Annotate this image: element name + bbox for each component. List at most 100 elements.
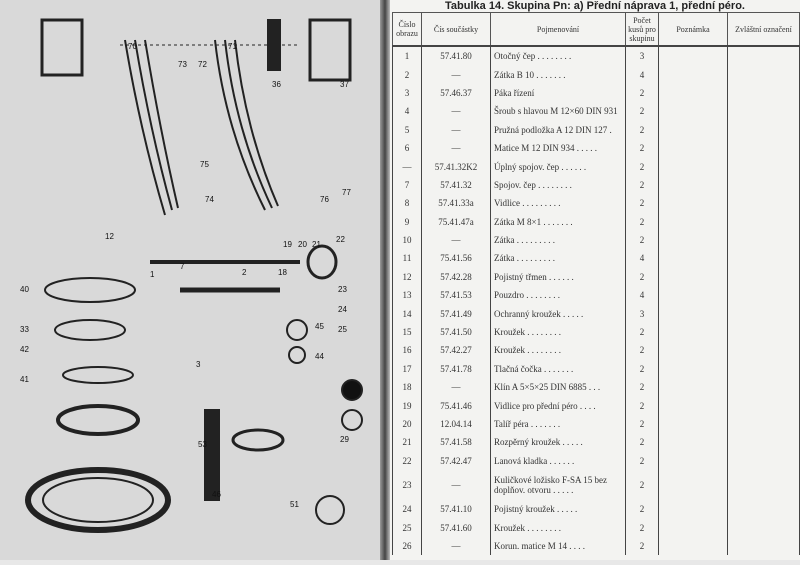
part-number: 57.42.47 xyxy=(421,451,491,470)
note xyxy=(658,249,728,268)
callout-label: 3 xyxy=(196,360,201,369)
figure-number: 20 xyxy=(392,414,422,434)
figure-number: 8 xyxy=(392,194,422,213)
quantity: 2 xyxy=(625,157,659,176)
special-marking xyxy=(727,102,800,121)
part-number: 57.42.28 xyxy=(421,267,491,287)
special-marking xyxy=(727,83,800,103)
special-marking xyxy=(727,249,800,268)
note xyxy=(658,120,728,139)
table-title: Tabulka 14. Skupina Pn: a) Přední náprav… xyxy=(445,0,745,12)
special-marking xyxy=(727,518,800,537)
note xyxy=(658,230,728,250)
part-number: 57.41.78 xyxy=(421,359,491,379)
callout-label: 20 xyxy=(298,240,307,249)
quantity: 2 xyxy=(625,120,659,139)
part-name: Šroub s hlavou M 12×60 DIN 931 xyxy=(490,102,626,121)
exploded-parts-diagram: 70 71 73 72 36 37 75 74 76 77 12 1 7 2 1… xyxy=(0,0,380,560)
part-number: 57.41.33a xyxy=(421,194,491,213)
figure-number: 4 xyxy=(392,102,422,121)
part-name: Zátka . . . . . . . . . xyxy=(490,230,626,250)
note xyxy=(658,267,728,287)
note xyxy=(658,157,728,176)
note xyxy=(658,414,728,434)
figure-number: 25 xyxy=(392,518,422,537)
cable-pulley xyxy=(306,244,338,280)
callout-label: 72 xyxy=(198,60,207,69)
special-marking xyxy=(727,322,800,342)
part-number: 75.41.56 xyxy=(421,249,491,268)
part-number: 57.41.10 xyxy=(421,499,491,519)
special-marking xyxy=(727,194,800,213)
figure-number: 5 xyxy=(392,120,422,139)
callout-label: 74 xyxy=(205,195,214,204)
part-name: Zátka M 8×1 . . . . . . . xyxy=(490,212,626,231)
part-name: Otočný čep . . . . . . . . xyxy=(490,46,626,66)
note xyxy=(658,433,728,452)
callout-label: 23 xyxy=(338,285,347,294)
figure-number: 16 xyxy=(392,341,422,360)
callout-label: 2 xyxy=(242,268,247,277)
part-number: 57.42.27 xyxy=(421,341,491,360)
part-name: Kroužek . . . . . . . . xyxy=(490,518,626,537)
special-marking xyxy=(727,469,800,500)
part-name: Pojistný třmen . . . . . . xyxy=(490,267,626,287)
note xyxy=(658,65,728,84)
column-header: Počet kusů pro skupinu xyxy=(625,12,659,47)
note xyxy=(658,396,728,415)
figure-number: 6 xyxy=(392,138,422,158)
part-number: 57.46.37 xyxy=(421,83,491,103)
part-name: Matice M 12 DIN 934 . . . . . xyxy=(490,138,626,158)
figure-number: 26 xyxy=(392,536,422,556)
column-header: Zvláštní označení xyxy=(727,12,800,47)
quantity: 2 xyxy=(625,451,659,470)
figure-number: 9 xyxy=(392,212,422,231)
part-name: Vidlice . . . . . . . . . xyxy=(490,194,626,213)
part-name: Lanová kladka . . . . . . xyxy=(490,451,626,470)
figure-number: 17 xyxy=(392,359,422,379)
part-number: 57.41.80 xyxy=(421,46,491,66)
part-name: Vidlice pro přední péro . . . . xyxy=(490,396,626,415)
quantity: 2 xyxy=(625,341,659,360)
note xyxy=(658,304,728,323)
quantity: 2 xyxy=(625,194,659,213)
figure-number: 15 xyxy=(392,322,422,342)
note xyxy=(658,138,728,158)
callout-label: 77 xyxy=(342,188,351,197)
quantity: 2 xyxy=(625,536,659,556)
table-row: 18—Klín A 5×5×25 DIN 6885 . . .2 xyxy=(392,378,800,397)
quantity: 3 xyxy=(625,46,659,66)
part-number: 57.41.32K2 xyxy=(421,157,491,176)
part-name: Pružná podložka A 12 DIN 127 . xyxy=(490,120,626,139)
note xyxy=(658,194,728,213)
figure-number: 23 xyxy=(392,469,422,500)
special-marking xyxy=(727,138,800,158)
quantity: 2 xyxy=(625,138,659,158)
part-number: 75.41.46 xyxy=(421,396,491,415)
callout-label: 24 xyxy=(338,305,347,314)
special-marking xyxy=(727,536,800,556)
figure-number: 18 xyxy=(392,378,422,397)
note xyxy=(658,46,728,66)
special-marking xyxy=(727,267,800,287)
part-number: — xyxy=(421,65,491,84)
special-marking xyxy=(727,175,800,195)
parts-table: Číslo obrazu Čís součástky Pojmenování P… xyxy=(392,12,800,556)
note xyxy=(658,536,728,556)
callout-label: 36 xyxy=(272,80,281,89)
figure-number: 7 xyxy=(392,175,422,195)
quantity: 3 xyxy=(625,304,659,323)
part-number: 57.41.53 xyxy=(421,286,491,305)
